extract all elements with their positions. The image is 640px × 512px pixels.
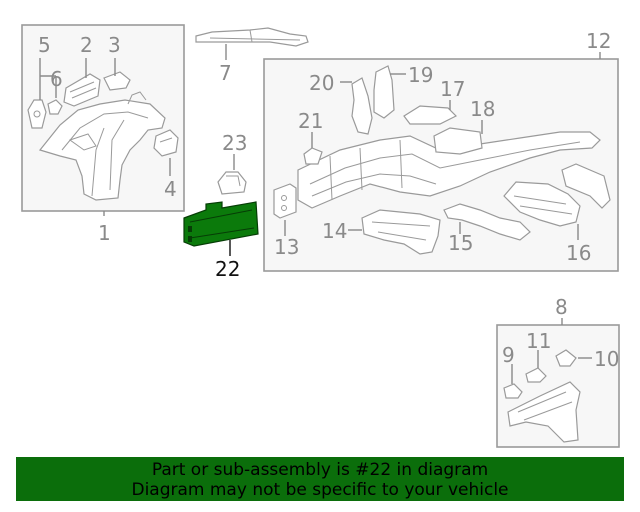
- part-10-clip[interactable]: [555, 349, 577, 367]
- callout-23: 23: [222, 131, 247, 155]
- callout-1: 1: [98, 221, 111, 245]
- callout-14: 14: [322, 219, 347, 243]
- part-1-panel[interactable]: [38, 99, 166, 201]
- callout-3: 3: [108, 33, 121, 57]
- part-9-clip[interactable]: [503, 383, 523, 399]
- banner-line-1: Part or sub-assembly is #22 in diagram: [151, 460, 489, 480]
- part-6-clip[interactable]: [47, 99, 63, 115]
- callout-19: 19: [408, 63, 433, 87]
- part-13-plate[interactable]: [273, 183, 297, 219]
- part-19-bracket[interactable]: [373, 65, 395, 119]
- callout-11: 11: [526, 329, 551, 353]
- callout-10: 10: [594, 347, 619, 371]
- group-1: 5 6 2 3 4 1: [21, 24, 185, 245]
- part-16-bracket[interactable]: [503, 181, 581, 227]
- group-23: 23: [217, 131, 247, 195]
- group-7: 7: [195, 27, 309, 85]
- part-15-rail[interactable]: [443, 203, 531, 241]
- part-5-mount[interactable]: [27, 99, 47, 129]
- callout-2: 2: [80, 33, 93, 57]
- group-22: 22: [183, 201, 259, 281]
- callout-12: 12: [586, 29, 611, 53]
- callout-9: 9: [502, 343, 515, 367]
- group-8: 8 9 11 10: [496, 295, 620, 448]
- part-20-bracket[interactable]: [351, 77, 373, 135]
- callout-15: 15: [448, 231, 473, 255]
- callout-18: 18: [470, 97, 495, 121]
- part-23-bracket[interactable]: [217, 171, 247, 195]
- part-18-bracket[interactable]: [433, 127, 483, 155]
- callout-6: 6: [50, 67, 63, 91]
- part-16-upper[interactable]: [561, 163, 611, 209]
- part-17-bracket[interactable]: [403, 105, 458, 125]
- callout-4: 4: [164, 177, 177, 201]
- callout-8: 8: [555, 295, 568, 319]
- part-22-highlighted[interactable]: [183, 201, 259, 247]
- callout-21: 21: [298, 109, 323, 133]
- callout-7: 7: [219, 61, 232, 85]
- callout-5: 5: [38, 33, 51, 57]
- parts-diagram: 5 6 2 3 4 1 7 23 22 12: [21, 24, 620, 448]
- part-4-bracket[interactable]: [153, 129, 179, 157]
- group-12: 12 13 21 20 19 17 18 14: [263, 29, 619, 272]
- part-3-bracket[interactable]: [103, 71, 131, 91]
- callout-16: 16: [566, 241, 591, 265]
- callout-20: 20: [309, 71, 334, 95]
- callout-17: 17: [440, 77, 465, 101]
- info-banner: Part or sub-assembly is #22 in diagram D…: [16, 457, 624, 501]
- callout-22: 22: [215, 257, 240, 281]
- callout-13: 13: [274, 235, 299, 259]
- part-7-rail[interactable]: [195, 27, 309, 47]
- banner-line-2: Diagram may not be specific to your vehi…: [131, 480, 509, 500]
- part-21-bracket[interactable]: [303, 147, 323, 165]
- part-14-reinforcement[interactable]: [361, 209, 441, 255]
- part-11-clip[interactable]: [525, 367, 547, 383]
